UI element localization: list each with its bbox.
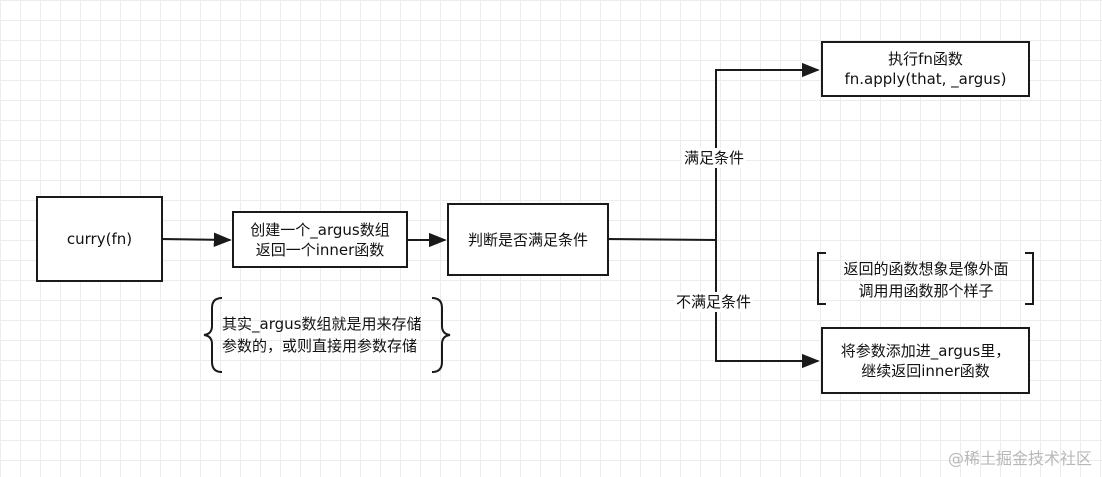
return-note-line1: 返回的函数想象是像外面	[843, 260, 1009, 278]
return-note: 返回的函数想象是像外面 调用用函数那个样子	[838, 258, 1014, 302]
brace-left-argus-note	[203, 297, 223, 373]
edge-curry-to-create	[162, 232, 232, 247]
create-argus-node: 创建一个_argus数组 返回一个inner函数	[232, 211, 408, 268]
store-argus-node: 将参数添加进_argus里， 继续返回inner函数	[821, 327, 1030, 394]
store-argus-line1: 将参数添加进_argus里，	[840, 341, 1011, 360]
edge-label-not-satisfied: 不满足条件	[674, 292, 754, 312]
judge-condition-node: 判断是否满足条件	[447, 203, 609, 276]
store-argus-line2: 继续返回inner函数	[861, 361, 990, 380]
edge-judge-to-branch	[608, 238, 717, 241]
argus-note-line2: 参数的，或则直接用参数存储	[222, 337, 418, 355]
bracket-left-return-note	[817, 252, 826, 305]
execute-fn-line2: fn.apply(that, _argus)	[844, 70, 1007, 88]
watermark: @稀土掘金技术社区	[947, 449, 1092, 468]
argus-note-line1: 其实_argus数组就是用来存储	[222, 315, 422, 333]
create-argus-line1: 创建一个_argus数组	[250, 220, 390, 239]
execute-fn-line1: 执行fn函数	[888, 50, 963, 68]
edge-branch-to-store	[715, 240, 820, 369]
return-note-line2: 调用用函数那个样子	[858, 282, 994, 300]
argus-note: 其实_argus数组就是用来存储 参数的，或则直接用参数存储	[222, 313, 421, 357]
execute-fn-node: 执行fn函数 fn.apply(that, _argus)	[821, 41, 1030, 97]
judge-condition-text: 判断是否满足条件	[467, 230, 588, 249]
curry-node: curry(fn)	[36, 196, 163, 282]
bracket-right-return-note	[1025, 252, 1034, 305]
edge-branch-to-execute	[715, 62, 820, 240]
create-argus-line2: 返回一个inner函数	[255, 240, 385, 259]
curry-node-text: curry(fn)	[66, 230, 133, 248]
brace-right-argus-note	[431, 297, 451, 373]
edge-label-satisfied: 满足条件	[682, 148, 747, 168]
